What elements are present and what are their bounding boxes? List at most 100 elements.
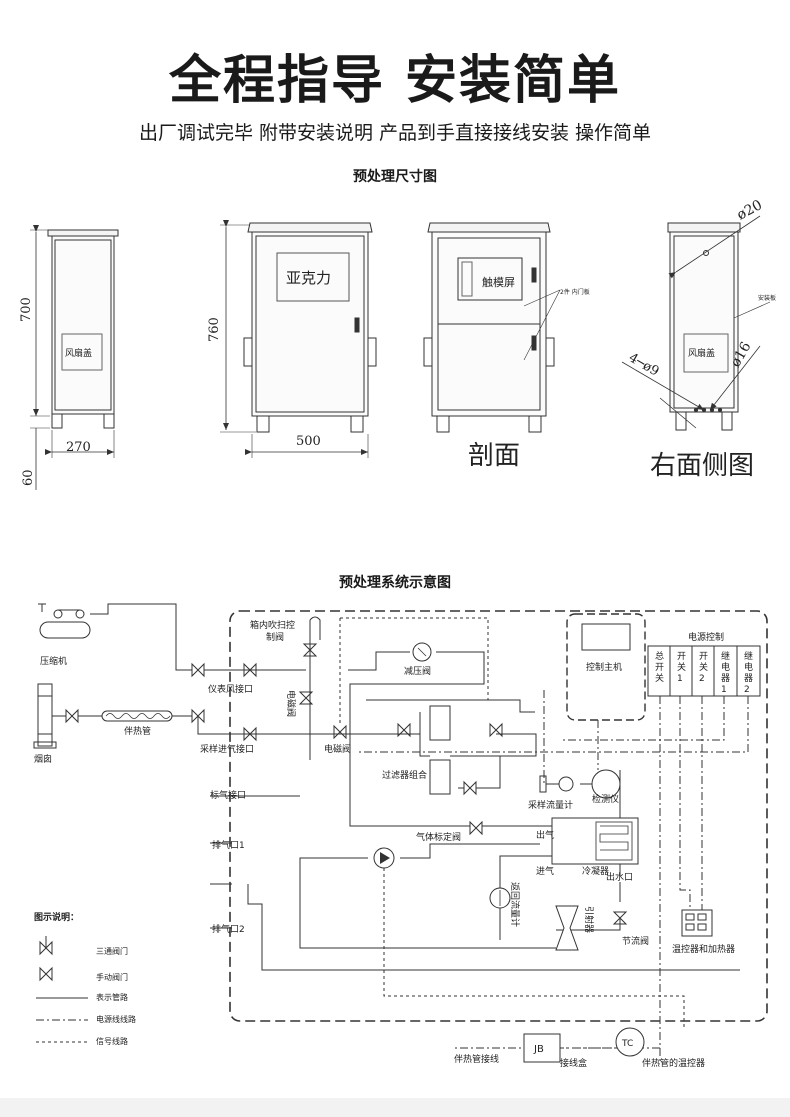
label-inlet-gas: 进气 [536,865,554,877]
legend-item-3way: 三通阀门 [96,946,128,956]
right-fan-cover-label: 风扇盖 [688,347,715,359]
power-cell-char: 1 [677,674,683,684]
label-compressor: 压缩机 [40,655,67,667]
label-power-title: 电源控制 [688,631,724,643]
power-cell-char: 2 [699,674,705,684]
right-caption: 右面侧图 [650,451,754,481]
label-instrument-port: 仪表风接口 [208,683,253,695]
front-view-drawing [220,220,377,458]
legend-item-pipe: 表示管路 [96,992,128,1002]
label-exhaust-1: 排气口1 [212,839,245,851]
label-exhaust-2: 排气口2 [212,923,245,935]
legend-item-manual: 手动阀门 [96,972,128,982]
signal-lines [339,617,685,1049]
label-water-out: 出水口 [606,871,633,883]
right-d20-label: ø20 [734,197,765,223]
bottom-band [0,1098,790,1117]
side-leg-label: 60 [21,469,36,486]
internal-piping [232,616,740,971]
controller-screen [581,623,631,651]
label-detector: 检测仪 [592,793,619,805]
power-cell-char: 关 [699,661,708,673]
label-controller: 控制主机 [586,661,622,673]
label-blowback-1: 箱内吹扫控 [250,619,295,631]
instrument-air-pipe [90,603,232,671]
power-control-box [647,645,761,697]
right-view-drawing [621,215,771,431]
front-height-label: 760 [207,317,222,342]
power-cell-char: 电 [744,661,753,673]
label-outlet-gas: 出气 [536,829,554,841]
section-view-drawing [423,222,561,433]
power-cell-char: 开 [699,651,708,662]
section-door-label: 2件 内门板 [560,288,590,296]
detector-icon [591,769,621,799]
power-lines [356,690,749,1064]
tc-controller-icon [615,1027,645,1057]
label-ejector: 引射器 [583,906,595,933]
power-cell-char: 器 [744,673,753,684]
power-cell-char: 总 [655,650,664,662]
power-cell-char: 开 [677,651,686,662]
ejector-icon [555,905,579,951]
cooler-icon [551,817,639,865]
label-solenoid: 电磁阀 [324,743,351,755]
label-chimney: 烟囱 [34,753,52,765]
label-throttle: 节流阀 [622,935,649,947]
label-solenoid-vertical: 电磁阀 [285,690,297,717]
filter-1-icon [429,705,451,741]
label-jb-box: 接线盒 [560,1057,587,1069]
label-tc-controller: 伴热管的温控器 [642,1057,705,1069]
dimension-section-title: 预处理尺寸图 [353,169,437,185]
label-gas-std-valve: 气体标定阀 [416,831,461,843]
heat-pipe-icon [101,710,173,722]
label-blowback-2: 制阀 [266,631,284,643]
page-subtitle: 出厂调试完毕 附带安装说明 产品到手直接接线安装 操作简单 [138,122,652,144]
legend-item-power: 电源线线路 [96,1014,136,1024]
power-cell-char: 关 [677,661,686,673]
legend-title: 图示说明： [34,911,79,923]
section-screen-label: 触模屏 [482,275,515,289]
cabinet-outline [229,610,768,1022]
label-std-port: 标气接口 [210,789,246,801]
front-acrylic-label: 亚克力 [286,269,331,287]
power-cell-char: 2 [744,685,750,695]
chimney-icon [33,683,57,749]
power-cell-char: 开 [655,662,664,673]
power-cell-char: 电 [721,661,730,673]
label-temp-ctrl: 温控器和加热器 [672,943,735,955]
power-cell-char: 继 [744,650,753,662]
controller-outline [566,613,646,721]
side-view-drawing [30,225,119,490]
label-cooler: 冷凝器 [582,865,609,877]
sample-flowmeter-icon [558,776,574,792]
junction-box-icon [523,1033,561,1063]
power-cell-char: 器 [721,673,730,684]
three-way-valve-icons [298,691,503,796]
label-heat-wire: 伴热管接线 [454,1053,499,1065]
section-caption: 剖面 [468,441,520,471]
page-headline: 全程指导 安装简单 [168,51,622,111]
front-width-label: 500 [296,434,321,449]
legend [36,936,88,1043]
label-filter-group: 过滤器组合 [382,769,427,781]
label-tc: TC [621,1039,633,1049]
label-heat-pipe: 伴热管 [124,725,151,737]
label-jb: JB [533,1044,544,1055]
system-section-title: 预处理系统示意图 [339,575,451,591]
side-height-label: 700 [19,297,34,322]
compressor-icon [38,603,91,639]
power-cell-char: 1 [721,685,727,695]
side-fan-cover-label: 风扇盖 [65,347,92,359]
legend-item-signal: 信号线路 [96,1036,128,1046]
filter-2-icon [429,759,451,795]
label-sample-meter: 采样流量计 [528,799,573,811]
label-reducer: 减压阀 [404,665,431,677]
right-holes-label: 4─ø9 [626,350,661,379]
label-sample-port: 采样进气接口 [200,743,254,755]
power-cell-char: 关 [655,672,664,684]
side-width-label: 270 [66,440,91,455]
label-reflux-meter: 返回流量计 [509,882,521,927]
